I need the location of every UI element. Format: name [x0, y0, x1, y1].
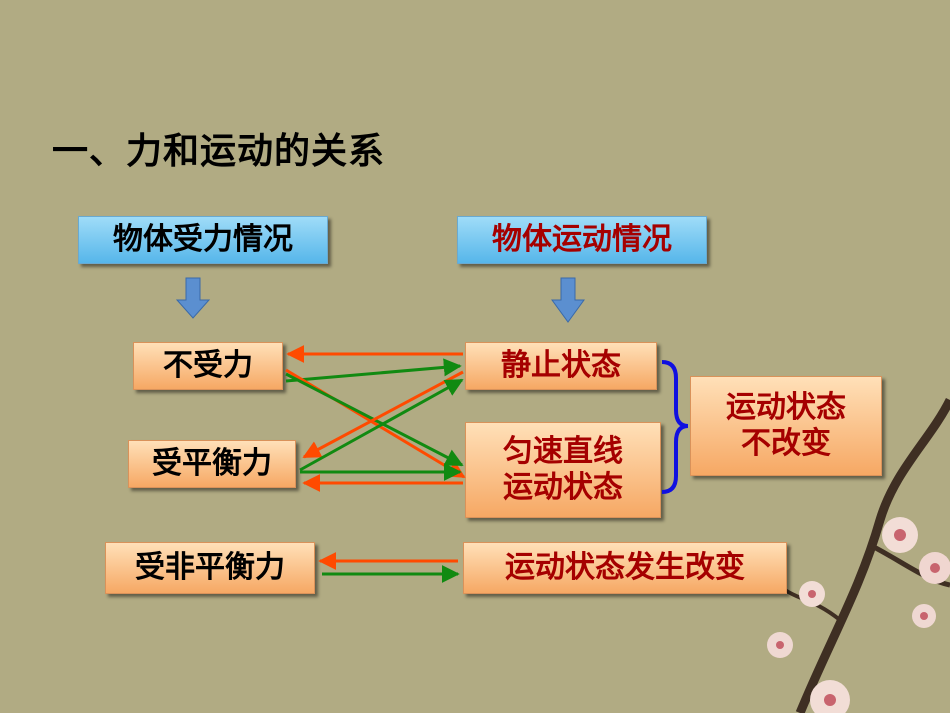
blossom-flower — [919, 552, 950, 584]
motion-unchanged-box: 运动状态 不改变 — [690, 376, 882, 476]
blossom-flower — [799, 581, 825, 607]
motion-unchanged-line2: 不改变 — [741, 426, 831, 461]
uniform-motion-line2: 运动状态 — [503, 470, 623, 505]
motion-changed-box: 运动状态发生改变 — [463, 542, 787, 594]
force-header-box: 物体受力情况 — [78, 216, 328, 264]
uniform-motion-line1: 匀速直线 — [503, 434, 623, 469]
rest-state-box: 静止状态 — [465, 342, 657, 390]
uniform-motion-box: 匀速直线 运动状态 — [465, 422, 661, 518]
blossom-flower — [767, 632, 793, 658]
slide-title: 一、力和运动的关系 — [52, 131, 386, 172]
blossom-flower — [810, 680, 850, 713]
blossom-flower — [882, 517, 918, 553]
unbalanced-force-box: 受非平衡力 — [105, 542, 315, 594]
blossom-flower — [912, 604, 936, 628]
no-force-box: 不受力 — [133, 342, 283, 390]
motion-unchanged-line1: 运动状态 — [726, 390, 846, 425]
balanced-force-box: 受平衡力 — [128, 440, 296, 488]
motion-header-box: 物体运动情况 — [457, 216, 707, 264]
